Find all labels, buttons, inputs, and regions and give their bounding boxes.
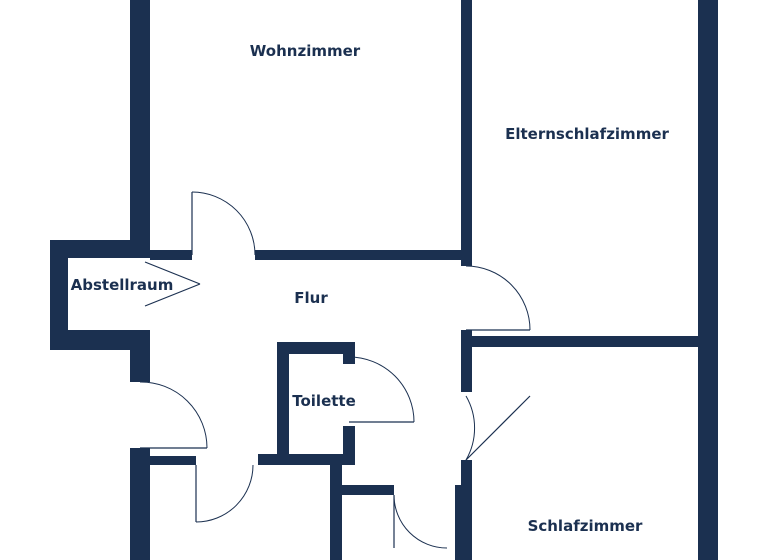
door-abstellraum-leaf xyxy=(144,261,201,285)
room-label-wohnzimmer: Wohnzimmer xyxy=(250,42,361,60)
wall-flur-left-upper xyxy=(130,330,150,382)
wall-flur-right-low xyxy=(461,460,472,560)
wall-outer-right xyxy=(698,0,718,560)
room-label-toilette: Toilette xyxy=(292,392,356,410)
door-wohnzimmer-swing xyxy=(191,191,256,256)
room-label-schlafzimmer: Schlafzimmer xyxy=(528,517,643,535)
room-label-flur: Flur xyxy=(294,289,328,307)
wall-small-room-top xyxy=(342,485,394,495)
wall-flur-right-upper xyxy=(461,252,472,266)
wall-lower-room-top-left xyxy=(150,456,196,465)
room-label-elternschlafzimmer: Elternschlafzimmer xyxy=(505,125,669,143)
door-eltern-swing xyxy=(465,265,531,331)
door-lower-room-swing xyxy=(195,464,254,523)
wall-wohnzimmer-right xyxy=(461,0,472,252)
wall-small-room-right xyxy=(455,485,461,560)
wall-elternschlafzimmer-bottom xyxy=(461,336,718,347)
wall-abstellraum-bottom xyxy=(50,330,150,350)
wall-flur-left-lower xyxy=(130,448,150,560)
wall-flur-right-mid xyxy=(461,330,472,392)
wall-toilette-top xyxy=(277,342,355,354)
wall-wohnzimmer-left xyxy=(130,0,150,250)
walls xyxy=(50,0,718,560)
door-small-room-swing xyxy=(393,494,448,549)
room-label-abstellraum: Abstellraum xyxy=(71,276,174,294)
room-labels: Wohnzimmer Elternschlafzimmer Abstellrau… xyxy=(71,42,670,535)
wall-toilette-left xyxy=(277,342,289,464)
door-toilette-swing xyxy=(348,356,415,423)
wall-toilette-bottom xyxy=(258,454,355,465)
wall-lower-room-right xyxy=(330,454,342,560)
wall-toilette-right-stub xyxy=(343,342,355,364)
wall-wohnzimmer-bottom xyxy=(255,250,472,260)
door-abstellraum-leaf-2 xyxy=(144,283,201,307)
wall-wohnzimmer-door-stub xyxy=(150,250,192,260)
wall-abstellraum-top xyxy=(50,240,150,258)
wall-abstellraum-left xyxy=(50,240,68,350)
door-schlafzimmer-leaf xyxy=(465,395,531,461)
door-flur-left-swing xyxy=(139,381,208,449)
door-schlafzimmer-swing xyxy=(465,395,476,461)
doors xyxy=(139,191,531,549)
